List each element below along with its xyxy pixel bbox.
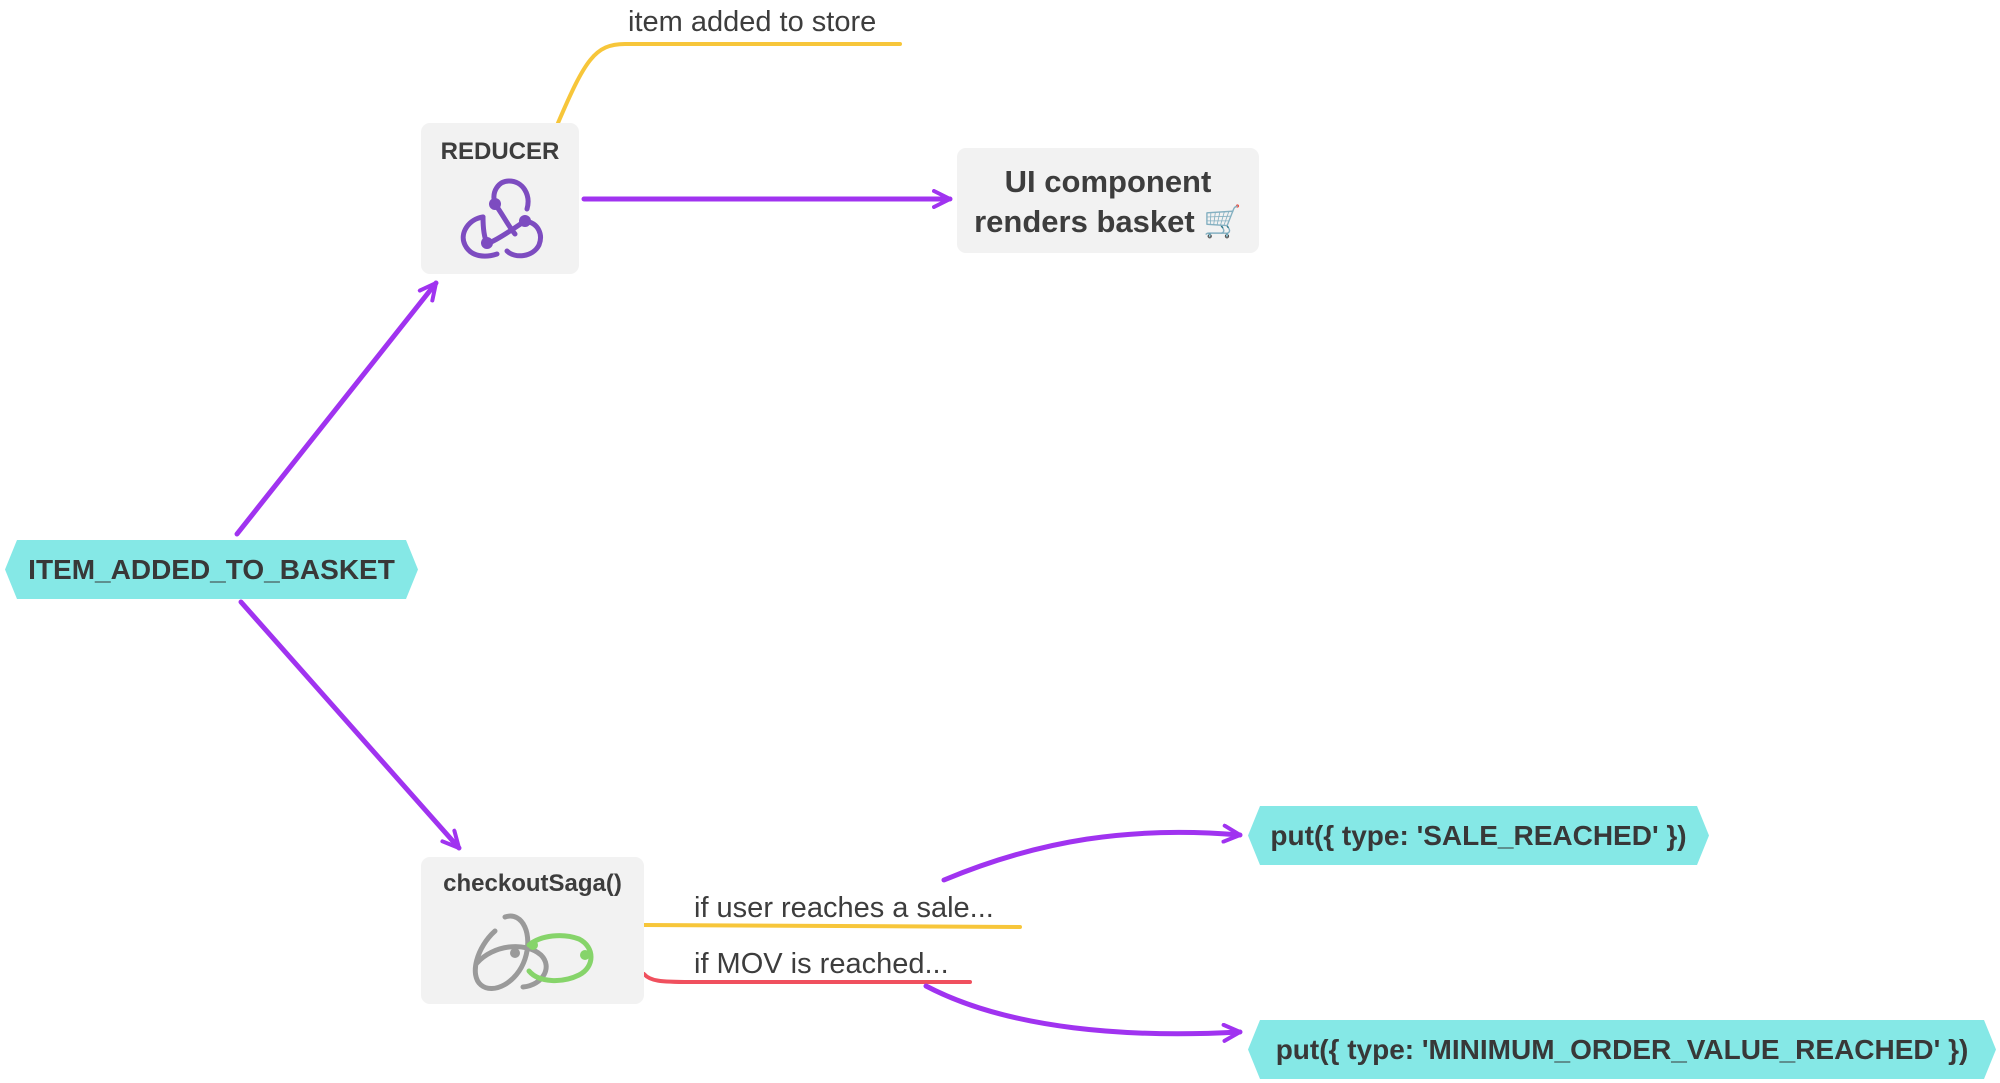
event-node[interactable]: ITEM_ADDED_TO_BASKET [5, 540, 418, 599]
saga-label: checkoutSaga() [443, 870, 622, 897]
ui-component-line2: renders basket 🛒 [974, 204, 1242, 239]
sale-action-arrow [941, 823, 1243, 883]
mov-action-arrow [923, 983, 1243, 1043]
store-label: item added to store [628, 6, 877, 38]
redux-icon [460, 178, 543, 259]
mov-action-node[interactable]: put({ type: 'MINIMUM_ORDER_VALUE_REACHED… [1248, 1020, 1996, 1079]
ui-component-node[interactable]: UI component renders basket 🛒 [957, 148, 1259, 253]
sale-action-node[interactable]: put({ type: 'SALE_REACHED' }) [1248, 806, 1709, 865]
event-to-reducer-arrow [234, 280, 439, 537]
redux-saga-icon [472, 913, 594, 992]
ui-component-line1: UI component [1004, 164, 1212, 199]
sale-connector [642, 923, 1022, 929]
reducer-node[interactable]: REDUCER [421, 123, 579, 274]
saga-node[interactable]: checkoutSaga() [421, 857, 644, 1004]
sale-condition-label: if user reaches a sale... [694, 892, 994, 924]
mov-condition-label: if MOV is reached... [694, 948, 949, 980]
event-to-saga-arrow [238, 599, 462, 851]
store-connector [556, 42, 902, 125]
reducer-label: REDUCER [440, 138, 560, 165]
